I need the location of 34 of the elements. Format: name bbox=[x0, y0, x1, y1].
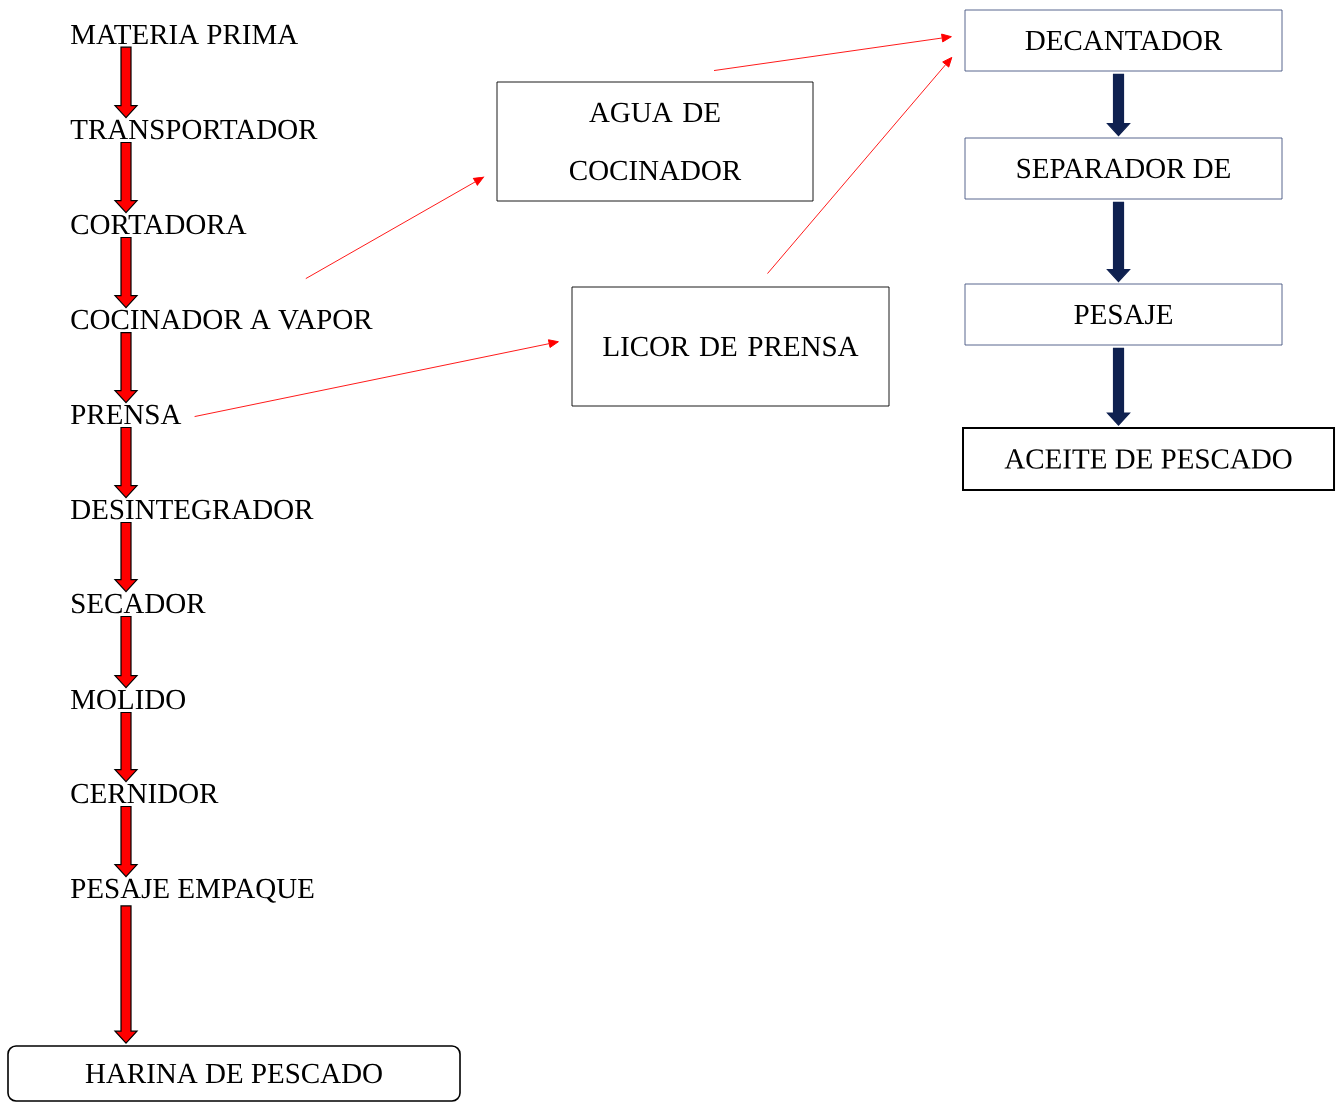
block-arrow bbox=[113, 521, 139, 593]
block-arrow bbox=[113, 141, 139, 214]
step-label: SECADOR bbox=[72, 593, 206, 614]
step-label: PRENSA bbox=[71, 404, 182, 425]
block-arrow bbox=[113, 46, 139, 119]
process-box: LICOR DE PRENSA bbox=[571, 286, 890, 407]
process-box: DECANTADOR bbox=[964, 9, 1283, 72]
process-box: PESAJE bbox=[964, 283, 1283, 346]
arrow bbox=[305, 176, 484, 280]
step-label: MOLIDO bbox=[71, 689, 185, 710]
block-arrow bbox=[1106, 73, 1131, 137]
step-label: CORTADORA bbox=[71, 214, 247, 235]
block-arrow bbox=[113, 236, 139, 309]
arrow bbox=[194, 339, 559, 417]
process-box: SEPARADOR DE bbox=[964, 137, 1283, 200]
block-arrow bbox=[113, 905, 139, 1045]
step-label: CERNIDOR bbox=[71, 783, 219, 804]
terminal-box: ACEITE DE PESCADO bbox=[962, 427, 1335, 491]
block-arrow bbox=[1106, 347, 1131, 426]
arrow bbox=[713, 33, 952, 71]
block-arrow bbox=[113, 332, 139, 404]
block-arrow bbox=[113, 426, 139, 499]
process-box: AGUA DE COCINADOR bbox=[496, 81, 814, 202]
arrow bbox=[767, 56, 953, 274]
block-arrow bbox=[113, 615, 139, 689]
terminal-box: HARINA DE PESCADO bbox=[7, 1045, 461, 1102]
block-arrow bbox=[113, 711, 139, 783]
step-label: DESINTEGRADOR bbox=[71, 499, 314, 520]
step-label: PESAJE EMPAQUE bbox=[71, 878, 314, 903]
step-label: MATERIA PRIMA bbox=[71, 24, 298, 44]
block-arrow bbox=[1106, 201, 1131, 283]
step-label: COCINADOR A VAPOR bbox=[71, 309, 373, 330]
step-label: TRANSPORTADOR bbox=[70, 119, 318, 140]
block-arrow bbox=[113, 805, 139, 878]
